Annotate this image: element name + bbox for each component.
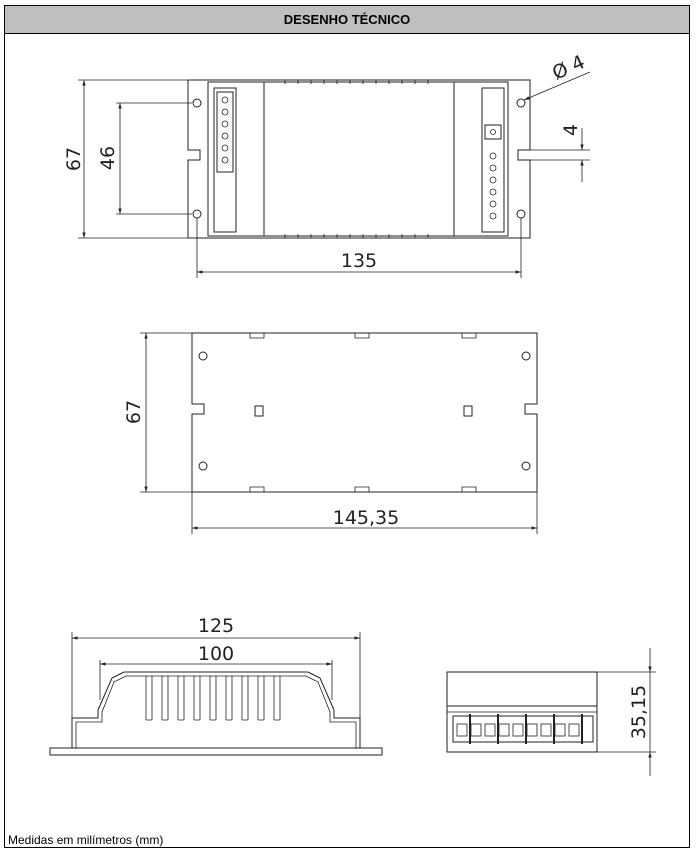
units-note: Medidas em milímetros (mm)	[8, 833, 164, 847]
vent-ticks-top	[284, 80, 429, 238]
cooling-fins	[145, 676, 281, 721]
page-title: DESENHO TÉCNICO	[5, 6, 689, 34]
side-view: 125 100	[49, 615, 383, 756]
drawing-frame: DESENHO TÉCNICO	[4, 5, 690, 848]
dim-side-body: 100	[198, 643, 234, 665]
mounting-holes-bottom	[198, 351, 531, 471]
dim-slot-width: 4	[560, 124, 582, 136]
dim-end-height: 35,15	[628, 685, 650, 739]
dim-bottom-length: 145,35	[333, 507, 399, 529]
right-terminal-screws	[489, 152, 497, 220]
dim-side-total: 125	[198, 615, 234, 637]
mounting-holes-top	[192, 98, 526, 219]
dim-top-length: 135	[341, 250, 377, 272]
left-terminal-screws	[221, 96, 229, 164]
bottom-tabs	[249, 333, 477, 492]
dim-bottom-height: 67	[123, 400, 145, 424]
top-view: 67 46 135 Ø 4 4	[63, 51, 591, 278]
end-terminal-row	[452, 714, 594, 744]
bottom-view: 67 145,35	[123, 332, 538, 534]
dim-top-height: 67	[63, 147, 85, 171]
dim-top-hole-spacing: 46	[97, 146, 119, 170]
end-view: 35,15	[446, 648, 656, 776]
dim-hole-diameter: Ø 4	[549, 51, 588, 85]
